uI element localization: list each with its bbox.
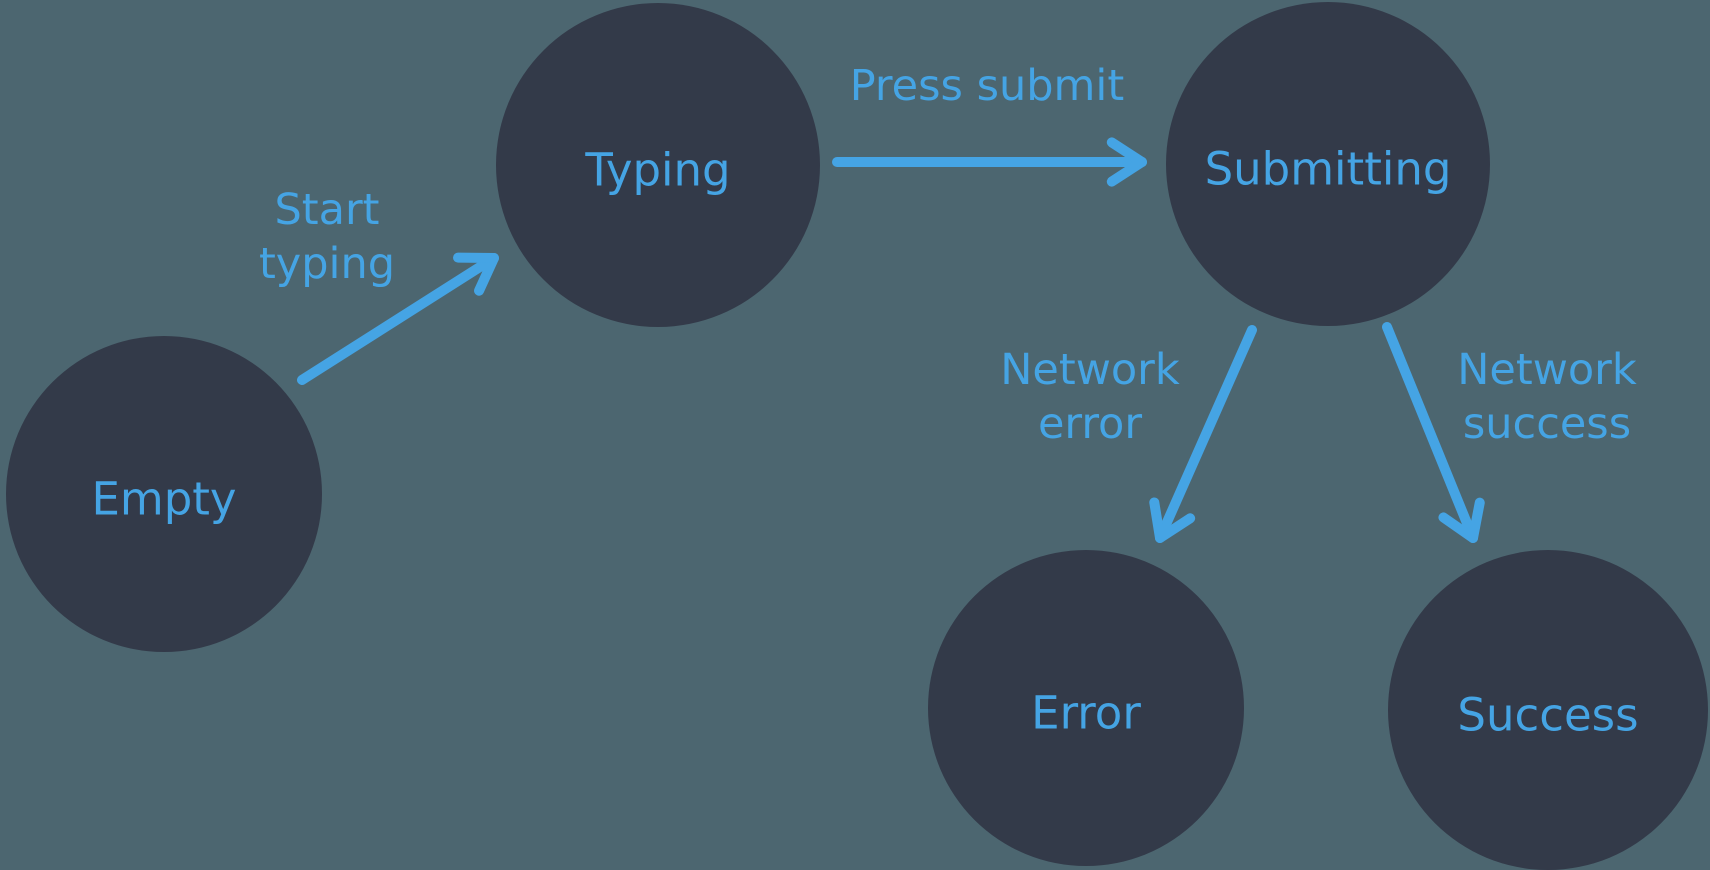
transition-label-typing-submitting: Press submit [850,61,1124,111]
transition-submitting-error [1149,325,1257,543]
arrowhead-icon [1438,497,1485,543]
state-node-success: Success [1388,550,1708,870]
state-label: Empty [91,473,236,526]
transition-arrow-shaft [1382,322,1478,543]
state-label: Success [1457,689,1638,742]
transition-submitting-success [1382,322,1485,543]
state-node-submitting: Submitting [1166,2,1490,326]
state-node-typing: Typing [496,3,820,327]
transition-arrow-shaft [1155,325,1257,543]
state-circle [496,3,820,327]
state-node-error: Error [928,550,1244,866]
state-circle [928,550,1244,866]
transition-empty-typing [297,252,499,385]
state-circle [1388,550,1708,870]
state-label: Typing [584,144,730,197]
state-circle [1166,2,1490,326]
transition-arrow-shaft [297,253,499,385]
arrowhead-icon [453,252,499,296]
state-label: Submitting [1205,143,1452,196]
state-circle [6,336,322,652]
state-node-empty: Empty [6,336,322,652]
transitions-layer [297,137,1485,543]
transition-typing-submitting [832,137,1147,187]
arrowhead-icon [1149,497,1196,543]
arrowhead-icon [1106,137,1147,187]
state-label: Error [1031,687,1141,740]
